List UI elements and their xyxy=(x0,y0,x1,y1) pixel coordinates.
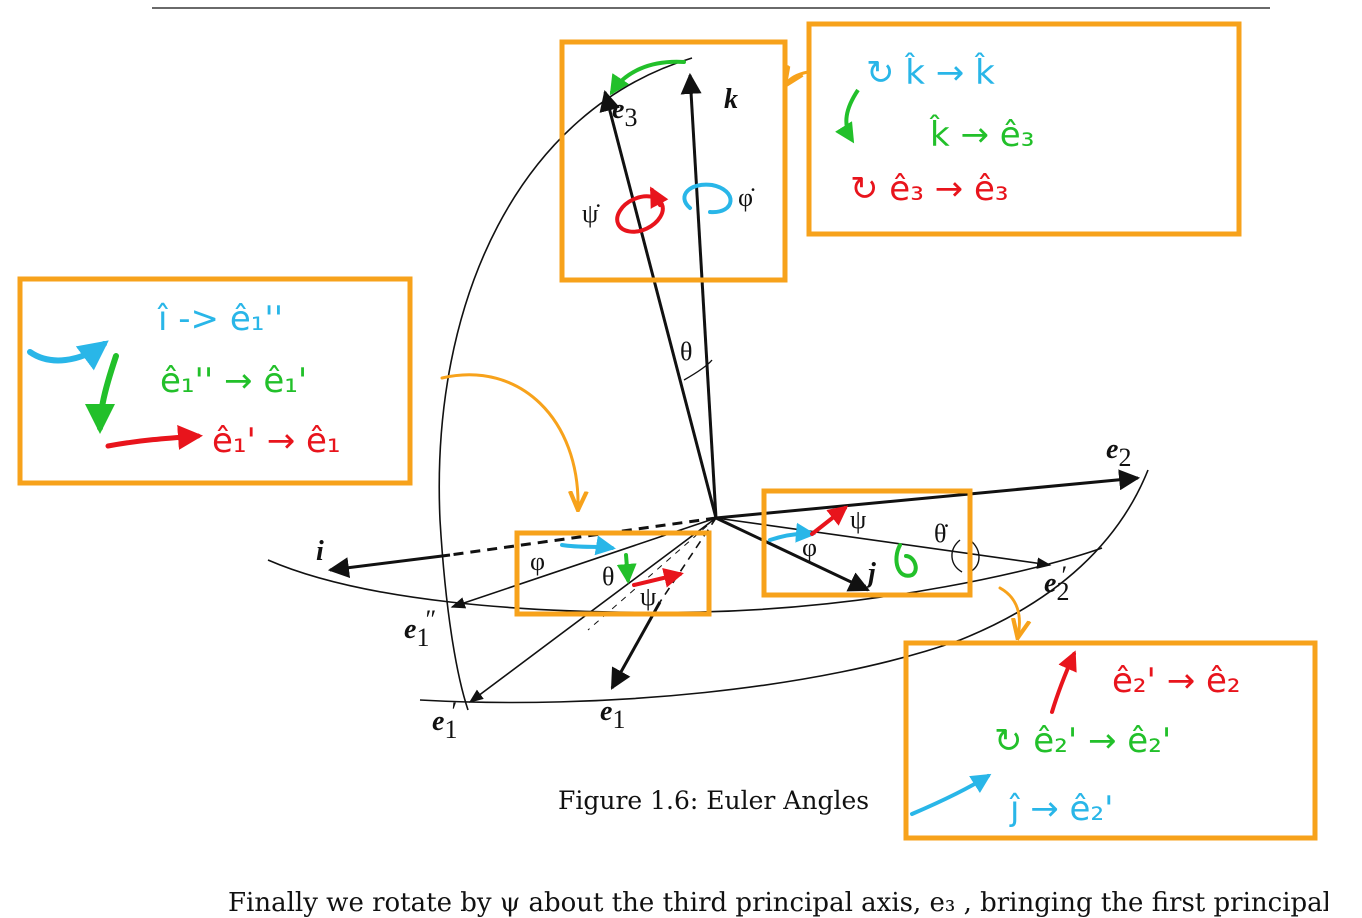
e1-label: e1 xyxy=(600,696,625,734)
connector-top xyxy=(786,72,810,84)
meridian-arc xyxy=(438,57,693,711)
cyan-arrow-bottom-right xyxy=(910,773,992,816)
cyan-spin-phi-dot xyxy=(682,182,733,215)
box-top-right-annotation xyxy=(806,21,1242,237)
i-label: i xyxy=(316,536,324,567)
phi-right-label: φ xyxy=(802,533,817,562)
j-axis xyxy=(715,516,870,592)
bottom-right-line-2: ↻ ê₂' → ê₂' xyxy=(994,721,1171,761)
theta-dot-arc-right xyxy=(969,539,980,573)
green-arrow-theta-bottom xyxy=(616,553,637,584)
annotation-left: î -> ê₁'' ê₁'' → ê₁' ê₁' → ê₁ xyxy=(27,299,341,461)
axis-label-group: k e3 e2 e2′ i j e1″ e1′ e1 xyxy=(316,84,1131,744)
red-spin-arrowhead xyxy=(650,186,669,209)
red-arrow-psi-bottom xyxy=(632,567,684,588)
angle-label-group: θ ψ̇ φ̇ φ θ ψ φ ψ θ̇ xyxy=(530,183,948,611)
green-down-arrow-top-right xyxy=(835,88,860,144)
top-right-line-2: k̂ → ê₃ xyxy=(929,114,1034,155)
body-text-line: Finally we rotate by ψ about the third p… xyxy=(228,888,1328,918)
connector-left xyxy=(440,373,578,508)
e1-prime-label: e1′ xyxy=(432,697,457,744)
k-axis xyxy=(680,72,718,519)
e3-axis xyxy=(599,89,718,519)
green-rotation-arrow-top xyxy=(609,59,686,96)
e2-prime-label: e2′ xyxy=(1044,561,1069,606)
psi-dot-label: ψ̇ xyxy=(582,199,600,228)
theta-dot-right-label: θ̇ xyxy=(934,519,948,548)
annotation-bottom-right: ê₂' → ê₂ ↻ ê₂' → ê₂' ĵ → ê₂' xyxy=(910,650,1241,829)
orange-boxes xyxy=(17,21,1318,841)
cyan-curve-arrow-left xyxy=(27,340,109,371)
figure-caption: Figure 1.6: Euler Angles xyxy=(558,786,870,815)
theta-top-label: θ xyxy=(680,337,692,366)
box-left-annotation xyxy=(17,276,413,486)
cyan-arrow-phi-bottom xyxy=(560,535,616,556)
box-bottom-angles xyxy=(514,530,712,617)
i-axis-dashed xyxy=(449,516,717,557)
phi-bottom-label: φ xyxy=(530,547,545,576)
top-right-line-3: ↻ ê₃ → ê₃ xyxy=(850,169,1009,209)
left-line-2: ê₁'' → ê₁' xyxy=(160,361,307,401)
tilted-arc xyxy=(419,469,1149,704)
j-label: j xyxy=(864,558,876,589)
top-right-line-1: ↻ k̂ → k̂ xyxy=(866,52,995,93)
green-spin-right xyxy=(894,543,918,578)
bottom-right-line-3: ĵ → ê₂' xyxy=(1009,789,1113,829)
orange-connectors xyxy=(440,72,1019,636)
dashed-guide xyxy=(587,517,717,631)
phi-dot-label: φ̇ xyxy=(738,183,755,212)
red-arrow-left xyxy=(105,424,203,450)
e2-label: e2 xyxy=(1106,434,1131,472)
red-spin-psi-dot xyxy=(615,194,665,234)
equator-arc xyxy=(267,547,1103,614)
green-down-arrow-left xyxy=(85,353,119,434)
left-line-1: î -> ê₁'' xyxy=(157,299,283,339)
e2-prime-axis xyxy=(715,517,1052,569)
red-up-arrow-bottom-right xyxy=(1050,650,1077,714)
left-line-3: ê₁' → ê₁ xyxy=(212,421,341,461)
k-label: k xyxy=(724,84,738,115)
e3-label: e3 xyxy=(612,94,637,132)
box-right-angles xyxy=(761,488,973,598)
bottom-right-line-1: ê₂' → ê₂ xyxy=(1112,661,1241,701)
box-bottom-right-annotation xyxy=(903,640,1318,841)
connector-bottom-right xyxy=(998,586,1019,636)
theta-arc xyxy=(683,359,713,381)
e1-prime-axis xyxy=(468,517,717,703)
red-arrow-psi-right xyxy=(810,505,849,536)
cyan-arrow-phi-right xyxy=(768,522,816,543)
e2-axis xyxy=(715,469,1141,520)
annotation-top-right: ↻ k̂ → k̂ k̂ → ê₃ ↻ ê₃ → ê₃ xyxy=(835,52,1034,209)
psi-right-label: ψ xyxy=(850,505,866,534)
box-top-axes xyxy=(559,39,788,283)
i-axis xyxy=(327,553,451,579)
overlay-strokes xyxy=(560,59,918,588)
theta-dot-arc-left xyxy=(951,539,963,573)
theta-bottom-label: θ xyxy=(602,562,614,591)
psi-bottom-label: ψ xyxy=(640,582,656,611)
e1-double-prime-label: e1″ xyxy=(404,605,436,652)
